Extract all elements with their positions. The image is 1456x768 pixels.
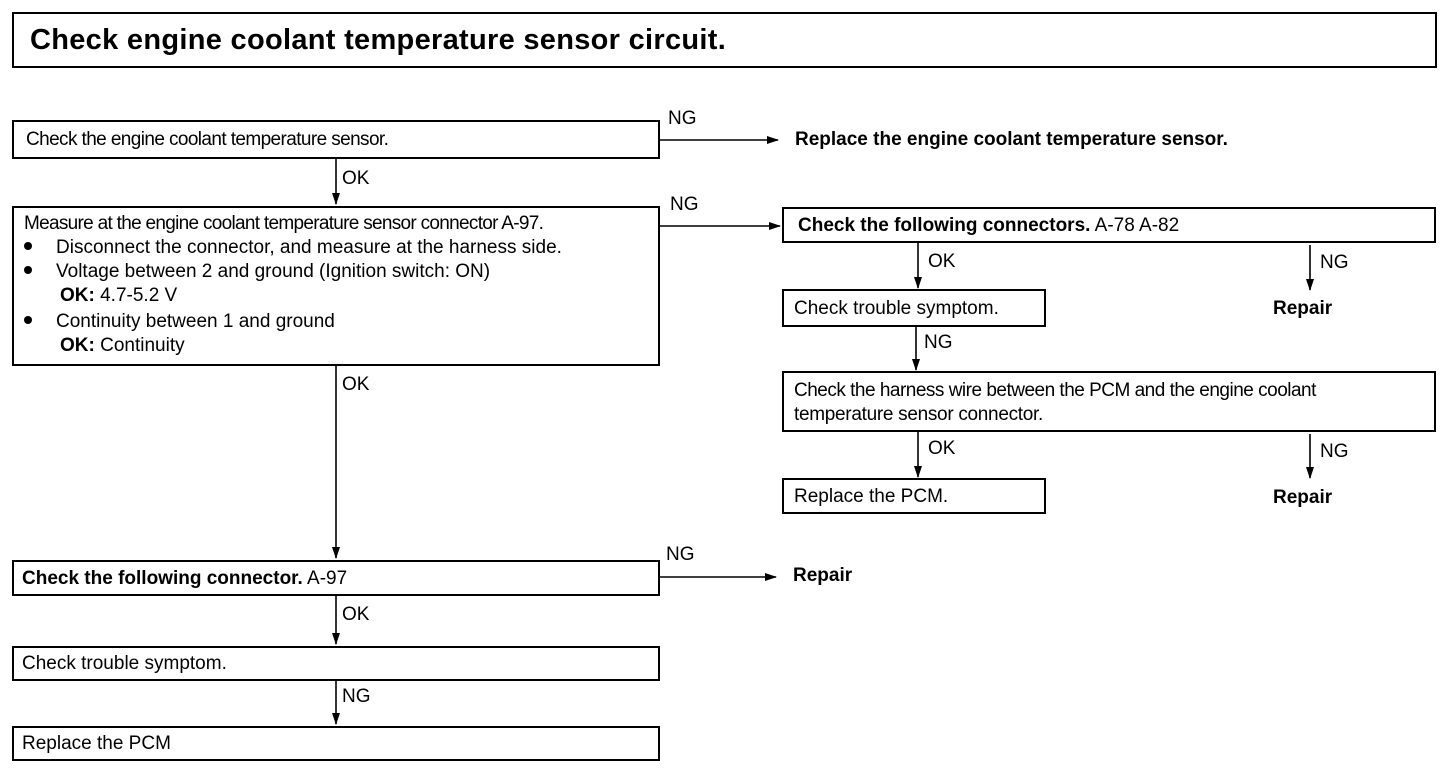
check-connector-a97-text: Check the following connector. A-97 [22,567,347,591]
measure-bullet-1: Disconnect the connector, and measure at… [24,236,562,260]
ok-voltage-value: 4.7-5.2 V [100,285,178,306]
measure-bullet-3: Continuity between 1 and ground [24,310,335,334]
measure-ok-voltage: OK: 4.7-5.2 V [60,284,177,308]
step-check-harness: Check the harness wire between the PCM a… [782,371,1436,432]
label-ng-8: NG [342,686,371,707]
step-check-symptom-2: Check trouble symptom. [12,646,660,681]
check-symptom-2-text: Check trouble symptom. [22,653,227,674]
label-ok-2: OK [342,374,370,395]
step-check-sensor: Check the engine coolant temperature sen… [12,120,660,159]
label-ng-7: NG [666,544,695,565]
bullet-dot-icon [24,241,32,250]
replace-pcm-1-text: Replace the PCM. [794,486,949,507]
page-title: Check engine coolant temperature sensor … [30,24,727,56]
step-check-connector-a97: Check the following connector. A-97 [12,560,660,596]
title-box: Check engine coolant temperature sensor … [12,12,1437,68]
label-ok-5: OK [928,438,956,459]
result-repair-3: Repair [793,565,853,586]
bullet-dot-icon [24,265,32,274]
measure-bullet-3-text: Continuity between 1 and ground [56,311,335,332]
check-symptom-1-text: Check trouble symptom. [794,298,999,319]
label-ok-3: OK [928,251,956,272]
check-connectors-ids: A-78 A-82 [1094,215,1180,236]
check-connector-a97-id: A-97 [307,568,348,589]
measure-ok-continuity: OK: Continuity [60,334,185,358]
step-measure-connector: Measure at the engine coolant temperatur… [12,206,660,366]
ok-voltage-label: OK: [60,285,95,306]
check-harness-line2: temperature sensor connector. [794,404,1043,425]
ok-continuity-label: OK: [60,335,95,356]
label-ng-5: NG [1320,441,1349,462]
step-check-connectors: Check the following connectors. A-78 A-8… [782,207,1436,243]
step-check-symptom-1: Check trouble symptom. [782,289,1046,327]
step-replace-pcm-1: Replace the PCM. [782,478,1046,514]
result-repair-2: Repair [1273,487,1333,508]
measure-bullet-2: Voltage between 2 and ground (Ignition s… [24,260,490,284]
check-connectors-bold: Check the following connectors. [798,215,1091,236]
check-connectors-text: Check the following connectors. A-78 A-8… [798,214,1179,238]
label-ok-7: OK [342,604,370,625]
measure-bullet-1-text: Disconnect the connector, and measure at… [56,237,562,258]
replace-pcm-2-text: Replace the PCM [22,733,171,754]
measure-bullet-2-text: Voltage between 2 and ground (Ignition s… [56,261,491,282]
check-harness-line1: Check the harness wire between the PCM a… [794,380,1316,401]
ok-continuity-value: Continuity [100,335,185,356]
check-connector-a97-bold: Check the following connector. [22,568,303,589]
result-replace-sensor: Replace the engine coolant temperature s… [795,129,1228,150]
bullet-dot-icon [24,315,32,324]
label-ng-2: NG [670,194,699,215]
label-ng-4: NG [924,332,953,353]
label-ng-3: NG [1320,252,1349,273]
label-ng-1: NG [668,108,697,129]
measure-heading: Measure at the engine coolant temperatur… [24,213,544,234]
step-replace-pcm-2: Replace the PCM [12,726,660,761]
label-ok-1: OK [342,168,370,189]
result-repair-1: Repair [1273,298,1333,319]
step-check-sensor-text: Check the engine coolant temperature sen… [26,129,389,150]
